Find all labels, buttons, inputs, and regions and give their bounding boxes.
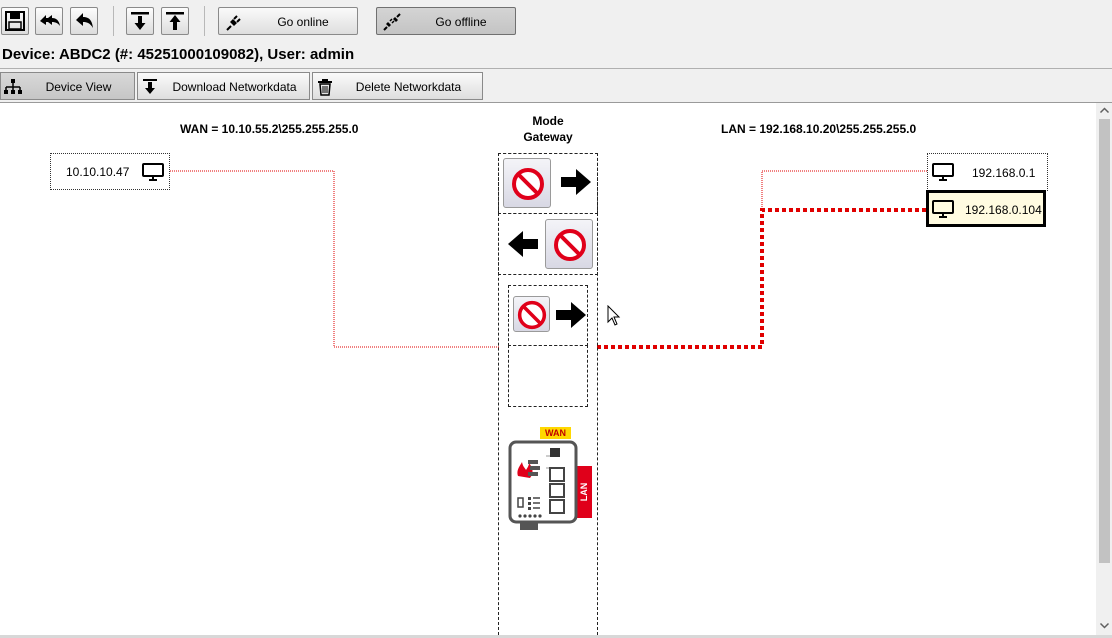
prohibited-icon xyxy=(554,229,586,261)
device-view-canvas: WAN = 10.10.55.2\255.255.255.0 Mode Gate… xyxy=(0,103,1096,635)
back-icon xyxy=(76,13,93,28)
mouse-cursor-icon xyxy=(607,305,621,326)
tab-device-view-label: Device View xyxy=(45,80,112,94)
rule-wan-to-lan xyxy=(498,153,598,214)
tab-device-view[interactable]: Device View xyxy=(0,72,135,100)
connection-lines xyxy=(170,170,927,349)
download-icon xyxy=(143,79,157,94)
wan-badge: WAN xyxy=(540,427,571,439)
wan-label: WAN = 10.10.55.2\255.255.255.0 xyxy=(180,122,359,136)
go-offline-button[interactable]: Go offline xyxy=(376,7,516,35)
scroll-up-arrow-icon[interactable] xyxy=(1097,103,1112,118)
lan-host-1[interactable]: 192.168.0.1 xyxy=(927,153,1048,191)
plug-connected-icon xyxy=(226,15,241,31)
plug-disconnected-icon xyxy=(383,13,401,31)
tab-download-networkdata[interactable]: Download Networkdata xyxy=(137,72,310,100)
lan-host-1-ip: 192.168.0.1 xyxy=(972,166,1036,180)
tab-delete-networkdata[interactable]: Delete Networkdata xyxy=(312,72,483,100)
arrow-left-icon xyxy=(508,231,538,257)
back-all-button[interactable] xyxy=(35,7,63,35)
go-offline-label: Go offline xyxy=(435,15,487,29)
monitor-icon xyxy=(142,163,164,181)
mode-value: Gateway xyxy=(523,130,573,144)
block-toggle-button[interactable] xyxy=(545,219,593,269)
back-all-icon xyxy=(40,15,60,26)
tab-download-networkdata-label: Download Networkdata xyxy=(172,80,297,94)
rule-lan-to-wan xyxy=(498,213,598,275)
arrow-right-icon xyxy=(556,302,586,328)
upload-from-device-button[interactable] xyxy=(161,7,189,35)
download-to-device-button[interactable] xyxy=(126,7,154,35)
bottom-border xyxy=(0,635,1112,638)
tab-delete-networkdata-label: Delete Networkdata xyxy=(355,80,462,94)
lan-host-2-selected[interactable]: 192.168.0.104 xyxy=(926,190,1046,227)
lan-badge-text: LAN xyxy=(579,482,589,502)
arrow-right-icon xyxy=(561,169,591,195)
wan-host[interactable]: 10.10.10.47 xyxy=(50,153,170,190)
vertical-scrollbar[interactable] xyxy=(1097,103,1112,635)
header-divider xyxy=(0,68,1112,69)
trash-icon xyxy=(318,79,332,96)
lan-label: LAN = 192.168.10.20\255.255.255.0 xyxy=(721,122,917,136)
prohibited-icon xyxy=(512,168,544,200)
firewall-device-icon xyxy=(508,440,578,530)
upload-from-device-icon xyxy=(166,12,184,30)
lan-connection-line-active xyxy=(597,208,927,349)
lan-host-2-ip: 192.168.0.104 xyxy=(965,203,1042,217)
save-button[interactable] xyxy=(1,7,29,35)
toolbar: Go online Go offline xyxy=(0,0,1112,40)
scroll-down-arrow-icon[interactable] xyxy=(1097,618,1112,633)
toolbar-separator xyxy=(113,6,114,36)
monitor-icon xyxy=(932,163,954,181)
rule-port xyxy=(508,285,588,346)
wan-host-ip: 10.10.10.47 xyxy=(66,165,130,179)
block-toggle-button[interactable] xyxy=(513,296,550,332)
scroll-thumb[interactable] xyxy=(1099,119,1110,563)
mode-title: Mode xyxy=(532,114,564,128)
tabs-divider xyxy=(0,102,1112,103)
download-to-device-icon xyxy=(131,12,149,30)
network-icon xyxy=(4,79,22,94)
lan-connection-line-inactive xyxy=(761,170,927,210)
rule-empty-slot xyxy=(508,345,588,407)
block-toggle-button[interactable] xyxy=(503,158,551,208)
lan-badge xyxy=(576,466,592,518)
toolbar-separator xyxy=(204,6,205,36)
device-header: Device: ABDC2 (#: 45251000109082), User:… xyxy=(2,46,355,63)
go-online-button[interactable]: Go online xyxy=(218,7,358,35)
prohibited-icon xyxy=(517,300,547,330)
monitor-icon xyxy=(932,200,954,218)
go-online-label: Go online xyxy=(277,15,329,29)
wan-connection-line xyxy=(170,170,499,348)
gateway-device: WAN LAN xyxy=(505,426,595,531)
save-icon xyxy=(5,11,25,31)
back-button[interactable] xyxy=(70,7,98,35)
